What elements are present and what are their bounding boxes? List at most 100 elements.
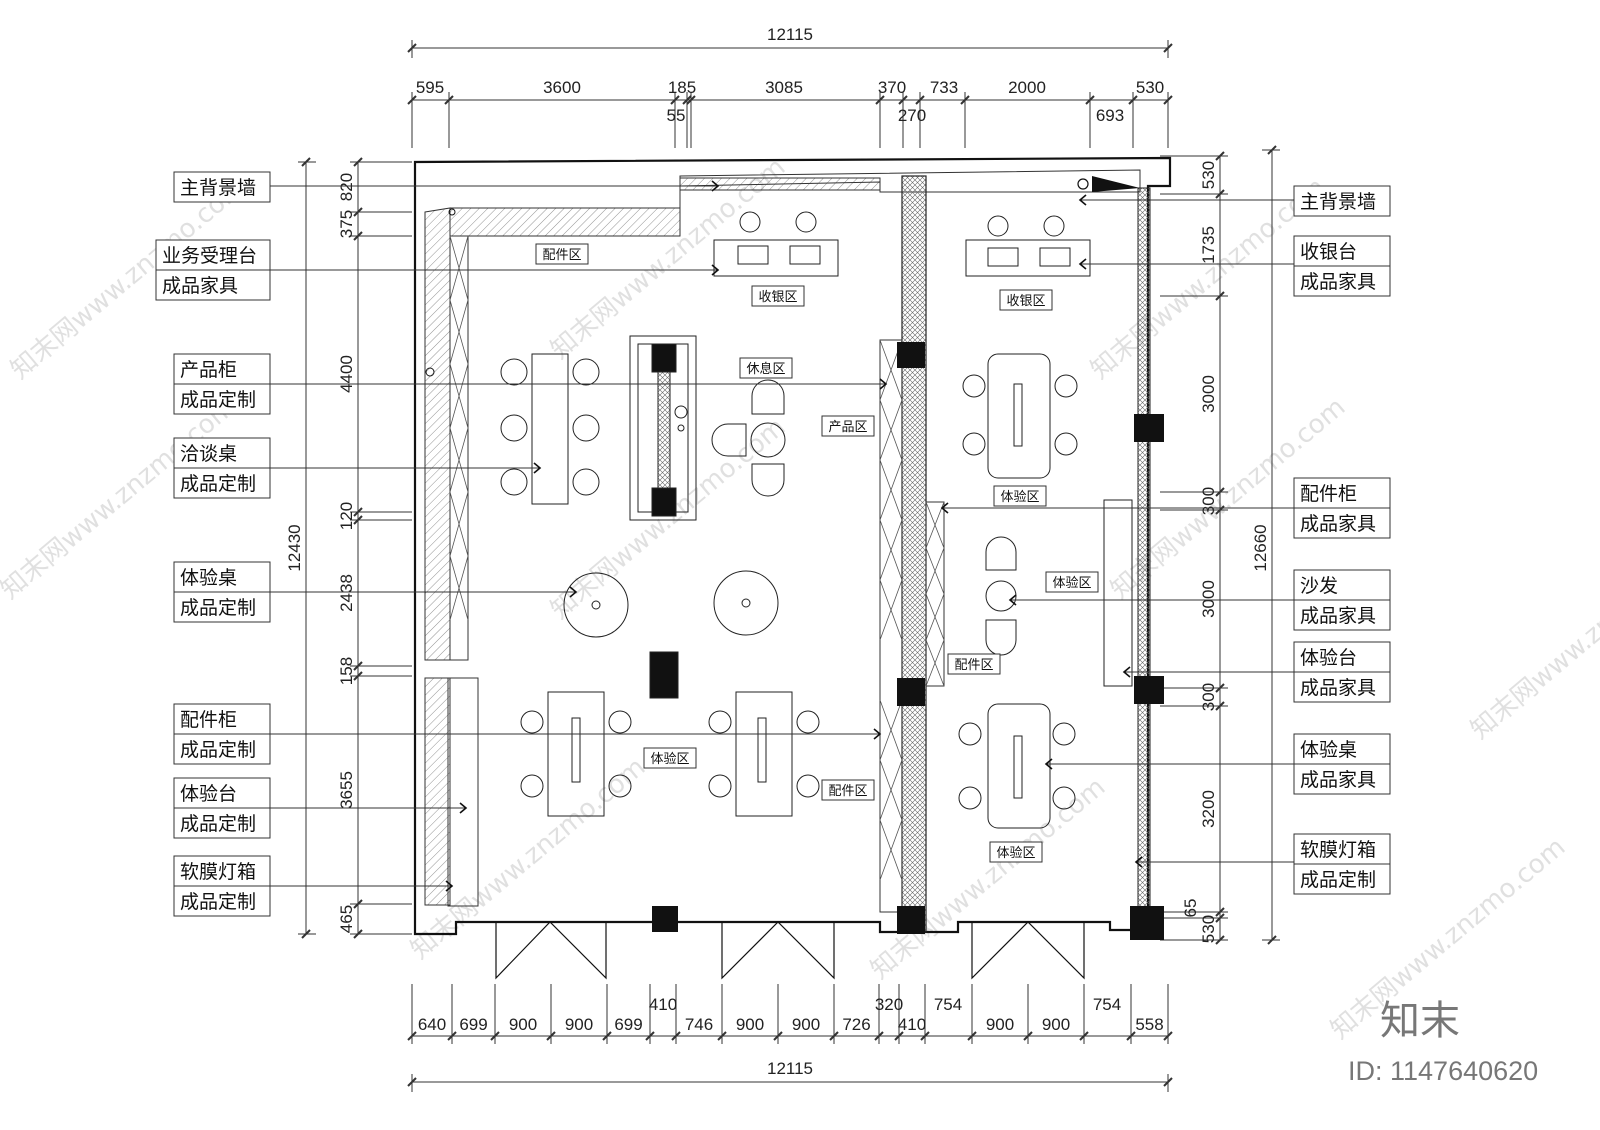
callout-text: 主背景墙 (1300, 191, 1376, 213)
overall-width-label: 12115 (767, 1059, 813, 1078)
callout-subtext: 成品定制 (180, 813, 256, 835)
dimension-label: 754 (1093, 995, 1121, 1014)
callout-text: 主背景墙 (180, 177, 256, 199)
dimension-label: 900 (1042, 1015, 1070, 1034)
leader-arrow (445, 880, 454, 892)
zone-label: 体验区 (993, 485, 1047, 507)
dimension-label: 693 (1096, 106, 1124, 125)
callout-labels: 主背景墙业务受理台成品家具产品柜成品定制洽谈桌成品定制体验桌成品定制配件柜成品定… (155, 171, 1391, 917)
callout-subtext: 成品家具 (1300, 271, 1376, 293)
zone-label-text: 体验区 (1000, 489, 1039, 505)
callout-text: 软膜灯箱 (180, 861, 256, 883)
callout-text: 体验台 (180, 783, 237, 805)
dimension-label: 300 (1199, 683, 1218, 711)
callout-text: 体验桌 (180, 567, 237, 589)
zone-label: 配件区 (947, 653, 1001, 675)
furniture (500, 211, 1133, 829)
callout-subtext: 成品定制 (180, 891, 256, 913)
zone-label-text: 休息区 (746, 361, 785, 377)
callout-subtext: 成品家具 (162, 275, 238, 297)
leader-arrow (873, 728, 882, 740)
zone-label: 休息区 (739, 357, 793, 379)
dimension-label: 3085 (765, 78, 803, 97)
dimension-label: 120 (337, 502, 356, 530)
leader-arrow (569, 586, 578, 598)
walls (413, 156, 1172, 980)
product-cabinet (629, 335, 697, 521)
callout-subtext: 成品定制 (180, 597, 256, 619)
zone-label-text: 体验区 (1052, 575, 1091, 591)
dimension-label: 410 (649, 995, 677, 1014)
dimension-label: 699 (459, 1015, 487, 1034)
zone-label: 配件区 (535, 243, 589, 265)
dimension-label: 900 (509, 1015, 537, 1034)
zone-label: 配件区 (821, 779, 875, 801)
zone-label-text: 产品区 (828, 420, 867, 435)
dimension-label: 370 (878, 78, 906, 97)
dimension-label: 320 (875, 995, 903, 1014)
dimension-label: 595 (416, 78, 444, 97)
leader-arrow (879, 378, 888, 390)
callout-box (1293, 185, 1391, 217)
callout-subtext: 成品家具 (1300, 677, 1376, 699)
leader-arrow (711, 180, 720, 192)
callout-text: 业务受理台 (162, 245, 257, 267)
experience-table (547, 691, 605, 817)
dimension-label: 754 (934, 995, 962, 1014)
callout-subtext: 成品定制 (180, 739, 256, 761)
dimension-label: 699 (614, 1015, 642, 1034)
drawing-id: ID: 1147640620 (1348, 1056, 1538, 1086)
callout-text: 软膜灯箱 (1300, 839, 1376, 861)
leader-arrow (1078, 194, 1087, 206)
callout-text: 洽谈桌 (180, 443, 237, 465)
dimension-label: 900 (986, 1015, 1014, 1034)
experience-table (563, 572, 629, 638)
dimension-label: 300 (1199, 487, 1218, 515)
callout-subtext: 成品定制 (180, 473, 256, 495)
dimension-label: 558 (1135, 1015, 1163, 1034)
brand-logo-text: 知末 (1380, 998, 1460, 1044)
leader-arrow (1044, 758, 1053, 770)
overall-depth-label: 12430 (285, 524, 304, 571)
zone-label-text: 配件区 (828, 784, 867, 799)
dimension-label: 726 (842, 1015, 870, 1034)
negotiation-table (531, 353, 569, 505)
leader-arrow (459, 802, 468, 814)
dimension-label: 900 (565, 1015, 593, 1034)
dimension-label: 1735 (1199, 226, 1218, 264)
dimension-label: 640 (418, 1015, 446, 1034)
dimension-label: 465 (337, 905, 356, 933)
dimension-label: 530 (1199, 161, 1218, 189)
callout-text: 收银台 (1300, 241, 1357, 263)
callout-text: 配件柜 (180, 709, 237, 731)
zone-label: 收银区 (999, 289, 1053, 311)
watermark-text: 知末网www.znzmo.com (1465, 532, 1600, 745)
experience-table (987, 353, 1051, 479)
dimension-label: 2000 (1008, 78, 1046, 97)
callout-subtext: 成品家具 (1300, 769, 1376, 791)
zone-label-text: 配件区 (954, 658, 993, 673)
dimension-label: 900 (736, 1015, 764, 1034)
dimension-label: 3000 (1199, 375, 1218, 413)
dimension-label: 375 (337, 210, 356, 238)
zone-label: 体验区 (989, 841, 1043, 863)
dimension-label: 3000 (1199, 580, 1218, 618)
dimension-label: 410 (898, 1015, 926, 1034)
dimension-label: 158 (337, 657, 356, 685)
leader-arrow (940, 502, 949, 514)
callout-text: 体验台 (1300, 647, 1357, 669)
leader-arrow (1008, 594, 1017, 606)
experience-table (735, 691, 793, 817)
zone-label: 体验区 (1045, 571, 1099, 593)
dimension-label: 3200 (1199, 790, 1218, 828)
dimension-label: 3655 (337, 771, 356, 809)
dimension-label: 746 (685, 1015, 713, 1034)
callout-text: 配件柜 (1300, 483, 1357, 505)
leader-arrow (1122, 666, 1131, 678)
leader-arrow (1134, 856, 1143, 868)
callout-text: 体验桌 (1300, 739, 1357, 761)
experience-counter (1103, 499, 1133, 687)
overall-depth-label: 12660 (1251, 524, 1270, 571)
cashier-desk (965, 239, 1091, 277)
